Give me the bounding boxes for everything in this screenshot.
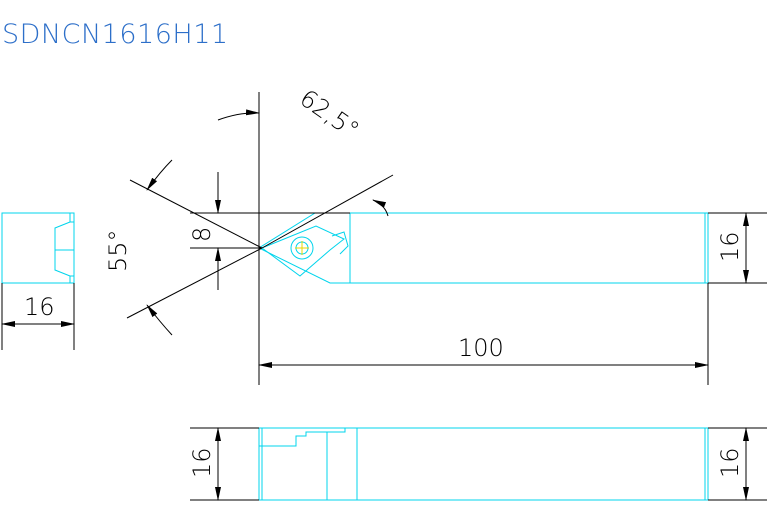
side-width-dimension: 16 [24,293,55,321]
top-view [257,212,709,284]
part-number-title: SDNCN1616H11 [2,19,229,50]
approach-angle-label: 62,5° [295,84,365,144]
shank-height-top-label: 16 [716,231,744,262]
front-view-dimensions [190,427,767,501]
offset-label: 8 [188,227,216,242]
length-label: 100 [458,334,504,362]
side-view [1,212,75,350]
shank-height-bottom-left-label: 16 [188,447,216,478]
insert-angle-label: 55° [104,229,132,272]
top-view-dimensions [126,92,767,385]
shank-height-bottom-right-label: 16 [716,447,744,478]
front-view [258,427,709,501]
